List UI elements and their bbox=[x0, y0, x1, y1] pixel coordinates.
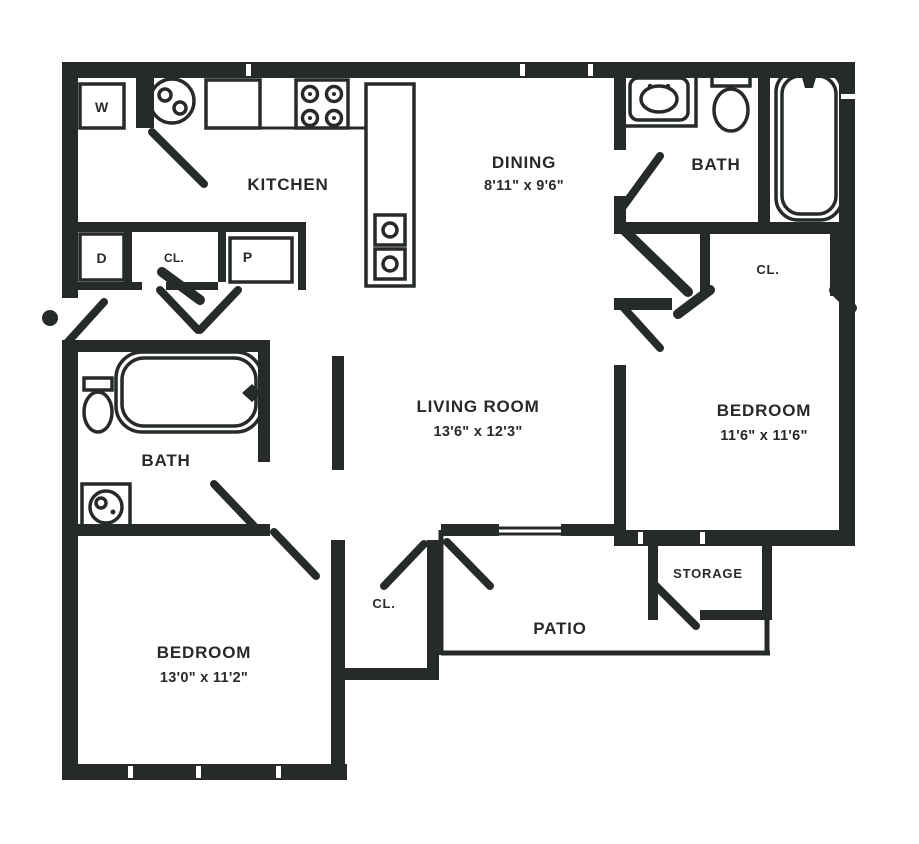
dryer bbox=[78, 232, 126, 282]
sink bbox=[620, 68, 698, 128]
sink bbox=[80, 482, 132, 532]
window-ticks bbox=[128, 64, 855, 778]
bath-upper-label: BATH bbox=[691, 155, 740, 174]
bath-upper-fixtures bbox=[620, 68, 844, 222]
kitchen-sink-round bbox=[148, 77, 196, 125]
entry-marker bbox=[42, 310, 58, 326]
dryer-label: D bbox=[97, 250, 108, 266]
bath-lower-label: BATH bbox=[141, 451, 190, 470]
bedroom-left-label: BEDROOM bbox=[157, 643, 251, 662]
storage-label: STORAGE bbox=[673, 566, 743, 581]
washer bbox=[78, 82, 126, 130]
washer-label: W bbox=[95, 99, 109, 115]
toilet bbox=[710, 70, 752, 133]
toilet bbox=[82, 376, 114, 434]
stove bbox=[294, 78, 350, 130]
refrigerator bbox=[204, 78, 262, 130]
island-counter bbox=[364, 82, 416, 288]
bathtub bbox=[774, 68, 844, 222]
closet-hall-label: CL. bbox=[372, 596, 395, 611]
bathtub bbox=[114, 350, 264, 434]
patio-walls bbox=[438, 526, 770, 656]
kitchen-fixtures bbox=[78, 77, 416, 288]
dining-label: DINING bbox=[492, 153, 556, 172]
living-room-label: LIVING ROOM bbox=[416, 397, 539, 416]
bedroom-right-label: BEDROOM bbox=[717, 401, 811, 420]
labels: KITCHEN DINING 8'11" x 9'6" BATH CL. BED… bbox=[95, 99, 811, 686]
walls bbox=[62, 62, 857, 780]
door-swings bbox=[42, 128, 700, 630]
bedroom-left-dimensions: 13'0" x 11'2" bbox=[160, 670, 248, 686]
closet-bedroom-right-label: CL. bbox=[756, 262, 779, 277]
kitchen-label: KITCHEN bbox=[247, 175, 328, 194]
bedroom-right-dimensions: 11'6" x 11'6" bbox=[720, 428, 807, 444]
patio-label: PATIO bbox=[533, 619, 586, 638]
living-room-dimensions: 13'6" x 12'3" bbox=[433, 424, 522, 440]
pantry-label: P bbox=[243, 249, 253, 265]
closet-entry-label: CL. bbox=[164, 251, 184, 265]
pantry-cabinet bbox=[228, 236, 294, 284]
dining-dimensions: 8'11" x 9'6" bbox=[484, 178, 564, 194]
bath-lower-fixtures bbox=[80, 350, 264, 532]
